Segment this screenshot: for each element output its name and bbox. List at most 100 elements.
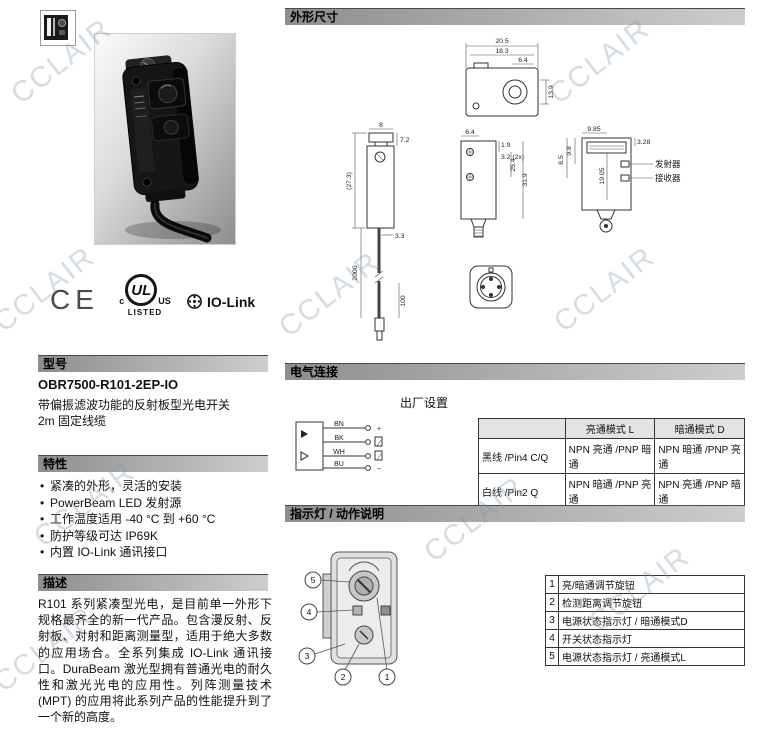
dim-view-rear: 9.85 3.28 发射器 接收器 9.8 8.5 19.05 xyxy=(558,126,681,233)
dim-label: 9.8 xyxy=(566,146,573,156)
ul-listed-label: LISTED xyxy=(127,308,163,317)
io-link-icon xyxy=(187,294,202,309)
table-row: 4 开关状态指示灯 xyxy=(545,629,745,648)
dimension-drawings: 20.5 18.3 6.4 13.9 8 7.2 xyxy=(346,38,681,341)
itable-num: 4 xyxy=(545,629,559,648)
sensor-rear-drawing xyxy=(322,551,398,665)
dim-label: 6.4 xyxy=(465,129,475,136)
feature-item: 紧凑的外形，灵活的安装 xyxy=(38,478,272,495)
receiver-label: 接收器 xyxy=(655,173,681,183)
feature-item: 内置 IO-Link 通讯接口 xyxy=(38,544,272,561)
itable-desc: 电源状态指示灯 / 暗通模式D xyxy=(558,611,745,630)
dim-label: 13.9 xyxy=(548,85,555,98)
ul-letters: UL xyxy=(131,281,152,299)
wiring-diagram: BN BK WH BU + − xyxy=(295,421,383,473)
model-number: OBR7500-R101-2EP-IO xyxy=(38,377,179,392)
etable-header-dark: 暗通模式 D xyxy=(654,418,745,439)
itable-desc: 开关状态指示灯 xyxy=(558,629,745,648)
dim-label: 100 xyxy=(400,295,407,307)
io-link-logo: IO-Link xyxy=(186,293,255,310)
callout-3: 3 xyxy=(305,651,310,661)
dim-label: 25.4 xyxy=(510,158,517,171)
table-row: 黑线 /Pin4 C/Q NPN 亮通 /PNP 暗通 NPN 暗通 /PNP … xyxy=(478,438,745,474)
callout-4: 4 xyxy=(307,607,312,617)
table-row: 2 检测距离调节旋钮 xyxy=(545,593,745,612)
callout-1: 1 xyxy=(385,672,390,682)
pictogram-icon xyxy=(40,10,76,46)
minus-symbol: − xyxy=(377,466,381,473)
factory-settings-label: 出厂设置 xyxy=(400,396,449,410)
callout-5: 5 xyxy=(311,575,316,585)
dim-label: 7.2 xyxy=(400,137,410,144)
dim-view-connector-face xyxy=(469,265,513,309)
dim-label: 8.5 xyxy=(558,155,565,165)
wire-label-bk: BK xyxy=(334,435,344,442)
indicator-table: 1 亮/暗通调节旋钮 2 检测距离调节旋钮 3 电源状态指示灯 / 暗通模式D … xyxy=(545,575,745,666)
model-description: 带偏振滤波功能的反射板型光电开关 2m 固定线缆 xyxy=(38,397,270,429)
dim-label: 1.9 xyxy=(501,142,511,149)
plus-symbol: + xyxy=(377,426,381,433)
callout-lines xyxy=(314,579,388,671)
feature-item: 防护等级可达 IP69K xyxy=(38,528,272,545)
feature-item: 工作温度适用 -40 °C 到 +60 °C xyxy=(38,511,272,528)
features-list: 紧凑的外形，灵活的安装 PowerBeam LED 发射源 工作温度适用 -40… xyxy=(38,478,272,561)
callout-2: 2 xyxy=(341,672,346,682)
table-row: 1 亮/暗通调节旋钮 xyxy=(545,575,745,594)
dim-label: 6.4 xyxy=(518,57,528,64)
product-pictogram xyxy=(40,10,76,46)
section-header-electrical: 电气连接 xyxy=(285,363,745,380)
dim-label: 19.05 xyxy=(599,167,606,184)
product-photo xyxy=(94,33,236,245)
emitter-label: 发射器 xyxy=(655,159,681,169)
dim-view-top: 20.5 18.3 6.4 13.9 xyxy=(465,38,555,117)
dim-label: 2000 xyxy=(352,265,359,280)
etable-cell: NPN 暗通 /PNP 亮通 xyxy=(654,438,745,474)
table-row: 5 电源状态指示灯 / 亮通模式L xyxy=(545,647,745,666)
dim-view-side: 8 7.2 (27.3) 3.3 2000 100 xyxy=(346,122,410,341)
ce-mark: CE xyxy=(50,284,99,315)
section-header-dimensions: 外形尺寸 xyxy=(285,8,745,25)
dim-label: 18.3 xyxy=(495,48,508,55)
itable-num: 3 xyxy=(545,611,559,630)
model-description-line2: 2m 固定线缆 xyxy=(38,414,107,428)
etable-cell: 黑线 /Pin4 C/Q xyxy=(478,438,566,474)
itable-num: 5 xyxy=(545,647,559,666)
section-header-indicators: 指示灯 / 动作说明 xyxy=(285,505,745,522)
wire-label-bu: BU xyxy=(334,461,344,468)
dim-view-front: 6.4 1.9 3.2 (2x) 25.4 31.9 xyxy=(460,129,529,238)
etable-cell: 白线 /Pin2 Q xyxy=(478,473,566,509)
dim-label: 31.9 xyxy=(522,173,529,186)
dim-label: 3.28 xyxy=(637,139,650,146)
table-row: 白线 /Pin2 Q NPN 暗通 /PNP 亮通 NPN 亮通 /PNP 暗通 xyxy=(478,473,745,509)
section-header-model: 型号 xyxy=(38,355,268,372)
dim-label: 9.85 xyxy=(587,126,600,133)
itable-desc: 检测距离调节旋钮 xyxy=(558,593,745,612)
description-paragraph: R101 系列紧凑型光电，是目前单一外形下规格最齐全的新一代产品。包含漫反射、反… xyxy=(38,597,272,725)
dim-label: 3.3 xyxy=(395,233,405,240)
itable-num: 1 xyxy=(545,575,559,594)
etable-corner-cell xyxy=(478,418,566,439)
etable-cell: NPN 亮通 /PNP 暗通 xyxy=(564,438,656,474)
wire-label-bn: BN xyxy=(334,421,344,428)
etable-cell: NPN 亮通 /PNP 暗通 xyxy=(654,473,745,509)
etable-cell: NPN 暗通 /PNP 亮通 xyxy=(564,473,656,509)
table-row: 3 电源状态指示灯 / 暗通模式D xyxy=(545,611,745,630)
ul-us-label: US xyxy=(158,296,171,306)
feature-item: PowerBeam LED 发射源 xyxy=(38,495,272,512)
itable-desc: 亮/暗通调节旋钮 xyxy=(558,575,745,594)
table-row: 亮通模式 L 暗通模式 D xyxy=(478,418,745,439)
indicator-diagram: 5 4 3 2 1 xyxy=(298,551,398,686)
model-description-line1: 带偏振滤波功能的反射板型光电开关 xyxy=(38,398,231,412)
sensor-body xyxy=(122,55,199,203)
dim-label: 3.2 (2x) xyxy=(501,154,524,161)
io-link-label: IO-Link xyxy=(207,293,256,310)
dim-label: 8 xyxy=(379,122,383,129)
ul-circle: UL xyxy=(125,274,158,306)
callout-markers: 5 4 3 2 1 xyxy=(298,571,396,686)
wire-label-wh: WH xyxy=(333,449,345,456)
ul-c-label: c xyxy=(119,296,125,306)
ul-logo: c UL US LISTED xyxy=(116,274,174,317)
dim-label: (27.3) xyxy=(346,172,353,190)
itable-num: 2 xyxy=(545,593,559,612)
itable-desc: 电源状态指示灯 / 亮通模式L xyxy=(558,647,745,666)
